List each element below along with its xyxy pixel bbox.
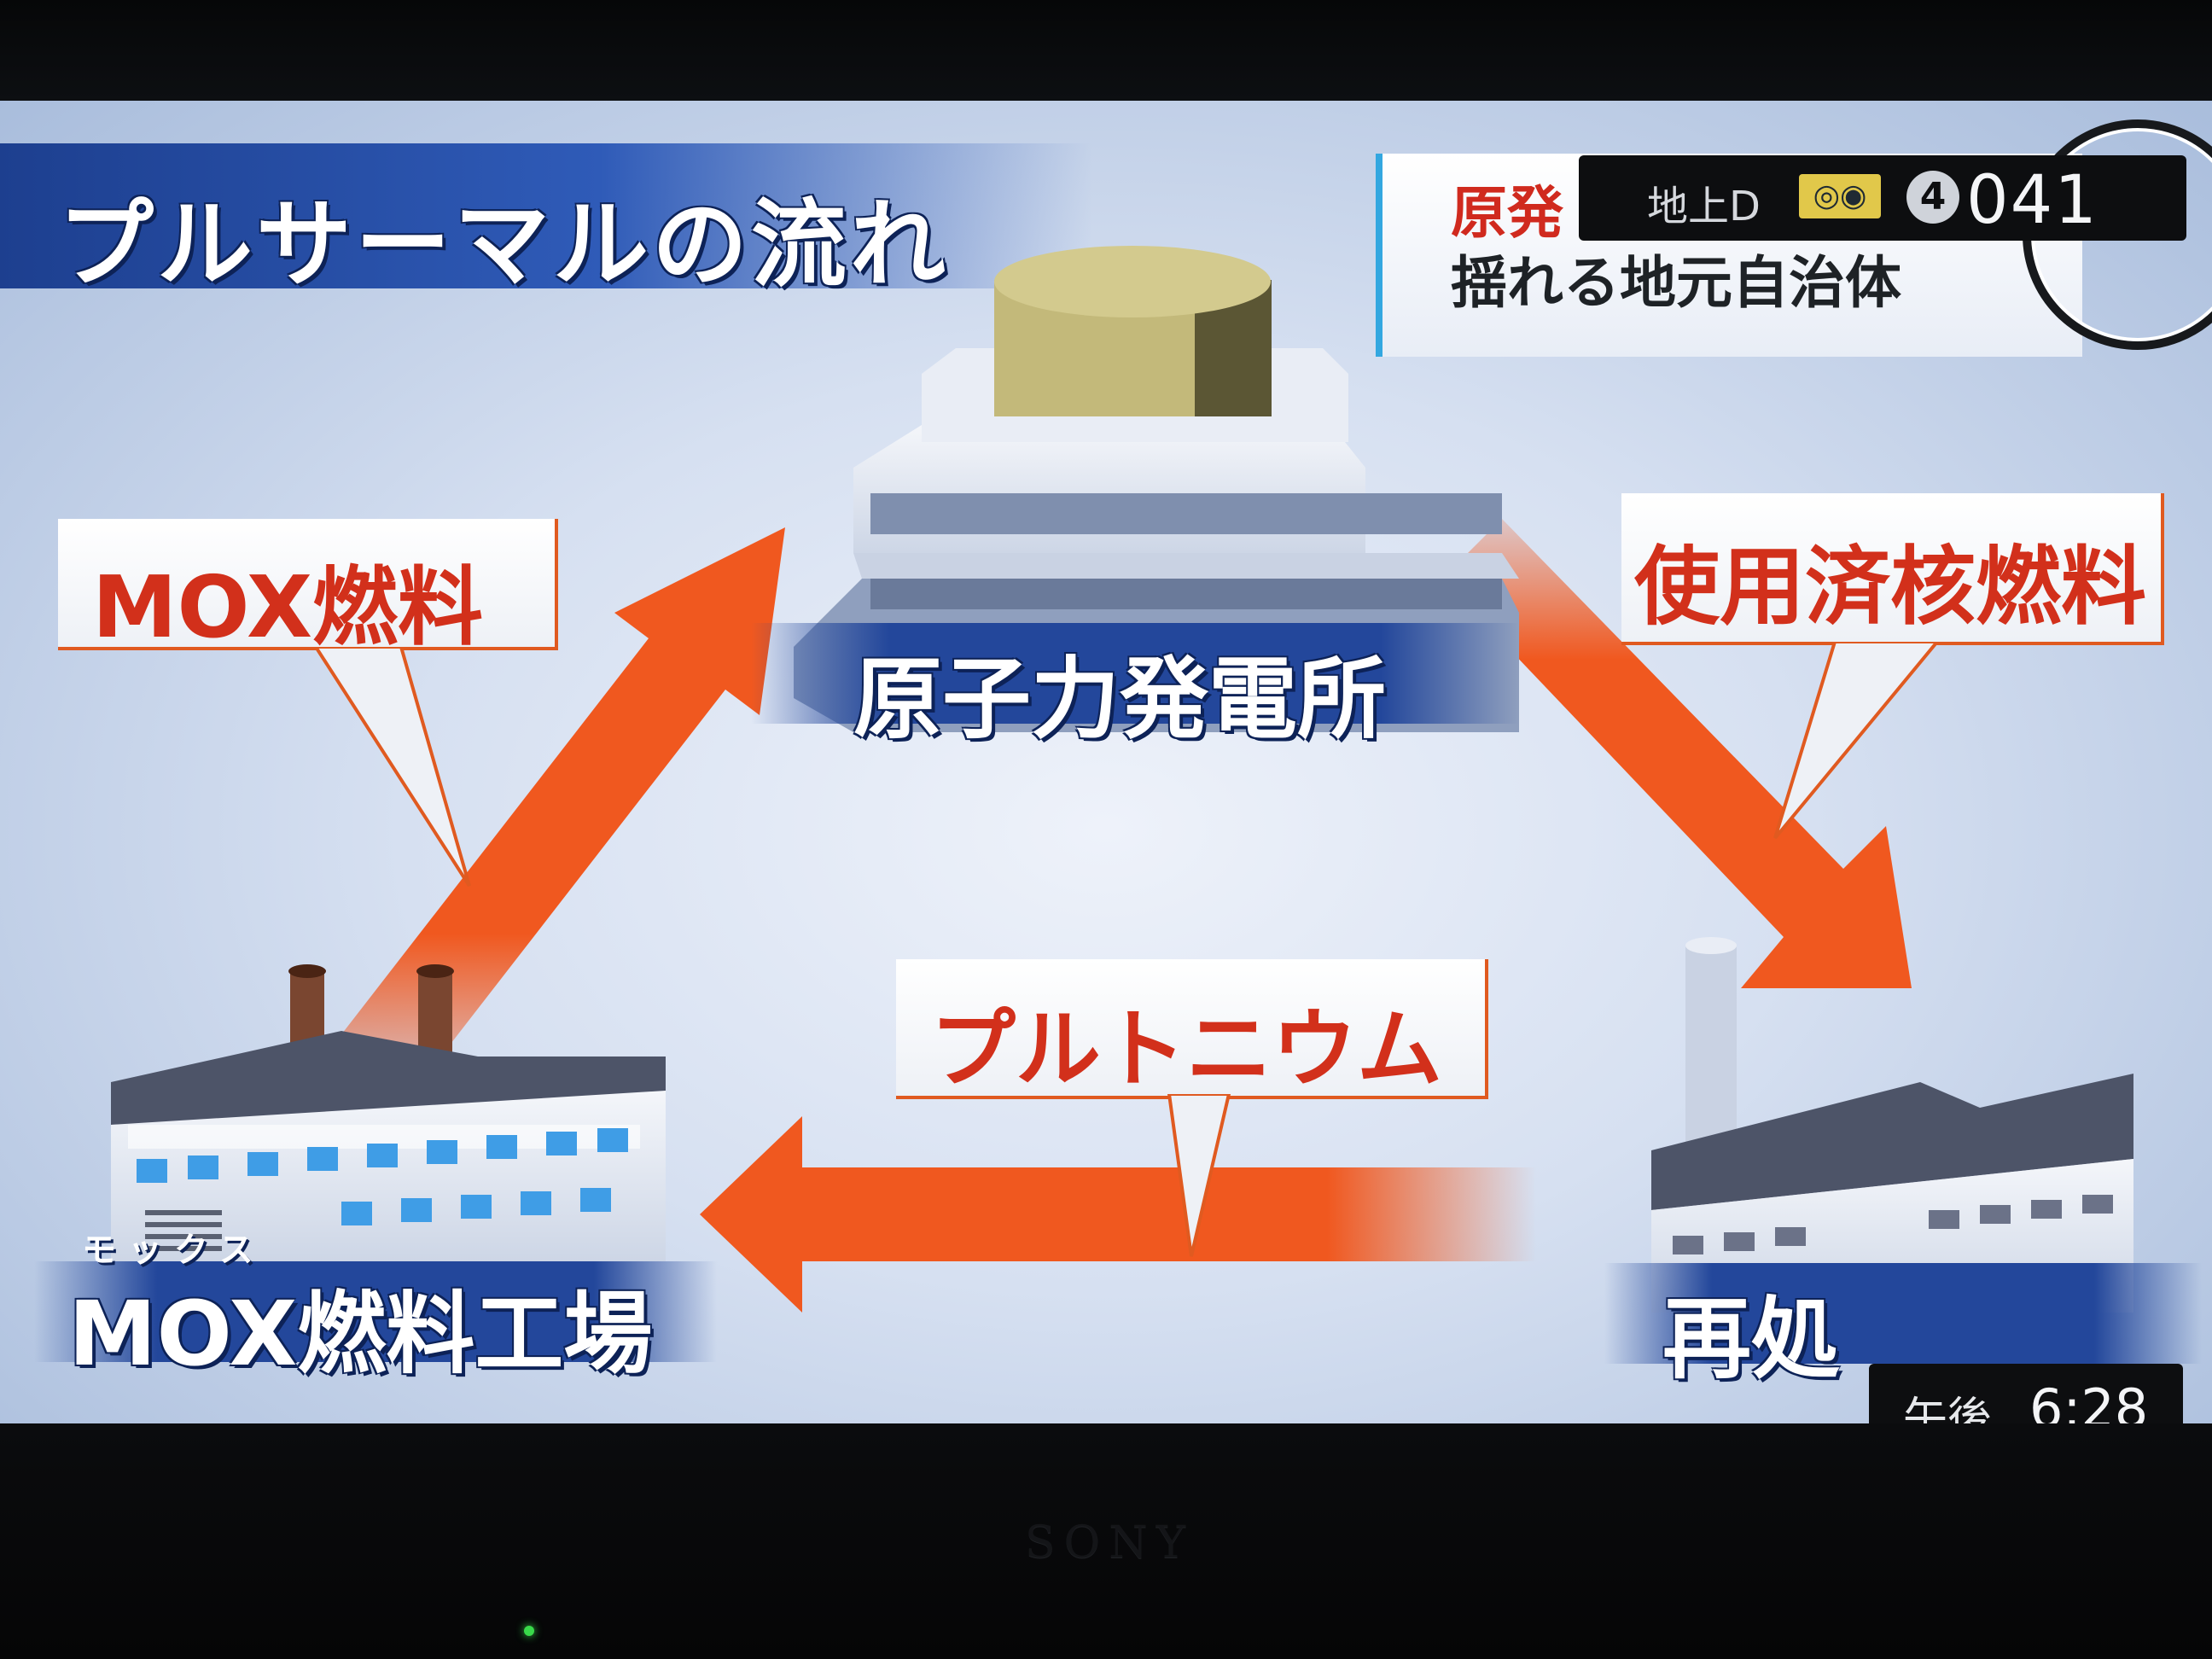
callout-spent-fuel-text: 使用済核燃料 — [1634, 517, 2146, 641]
arrow-reprocessing-to-mox — [700, 1116, 1536, 1313]
clock-overlay: 午後 6:28 — [1869, 1364, 2183, 1423]
callout-tail-mox-fuel — [307, 647, 495, 894]
mox-plant-label: MOX燃料工場 — [68, 1261, 652, 1390]
nuclear-plant-label: 原子力発電所 — [853, 626, 1386, 755]
clock-time: 6:28 — [2029, 1377, 2148, 1423]
reprocessing-plant-illustration — [1651, 937, 2133, 1313]
tv-screen: プルサーマルの流れ 原発 揺れる地元自治体 地上D ◎◉ 4 041 — [0, 101, 2212, 1423]
callout-mox-fuel-text: MOX燃料 — [92, 538, 483, 661]
callout-tail-plutonium — [1161, 1094, 1246, 1265]
power-led-icon — [524, 1626, 534, 1636]
reprocessing-label: 再処 — [1662, 1266, 1840, 1395]
tv-brand-logo: SONY — [998, 1517, 1220, 1569]
clock-ampm: 午後 — [1903, 1382, 1992, 1423]
callout-tail-spent-fuel — [1767, 642, 1954, 847]
tv-bezel-top — [0, 0, 2212, 101]
callout-plutonium-text: プルトニウム — [930, 980, 1442, 1103]
